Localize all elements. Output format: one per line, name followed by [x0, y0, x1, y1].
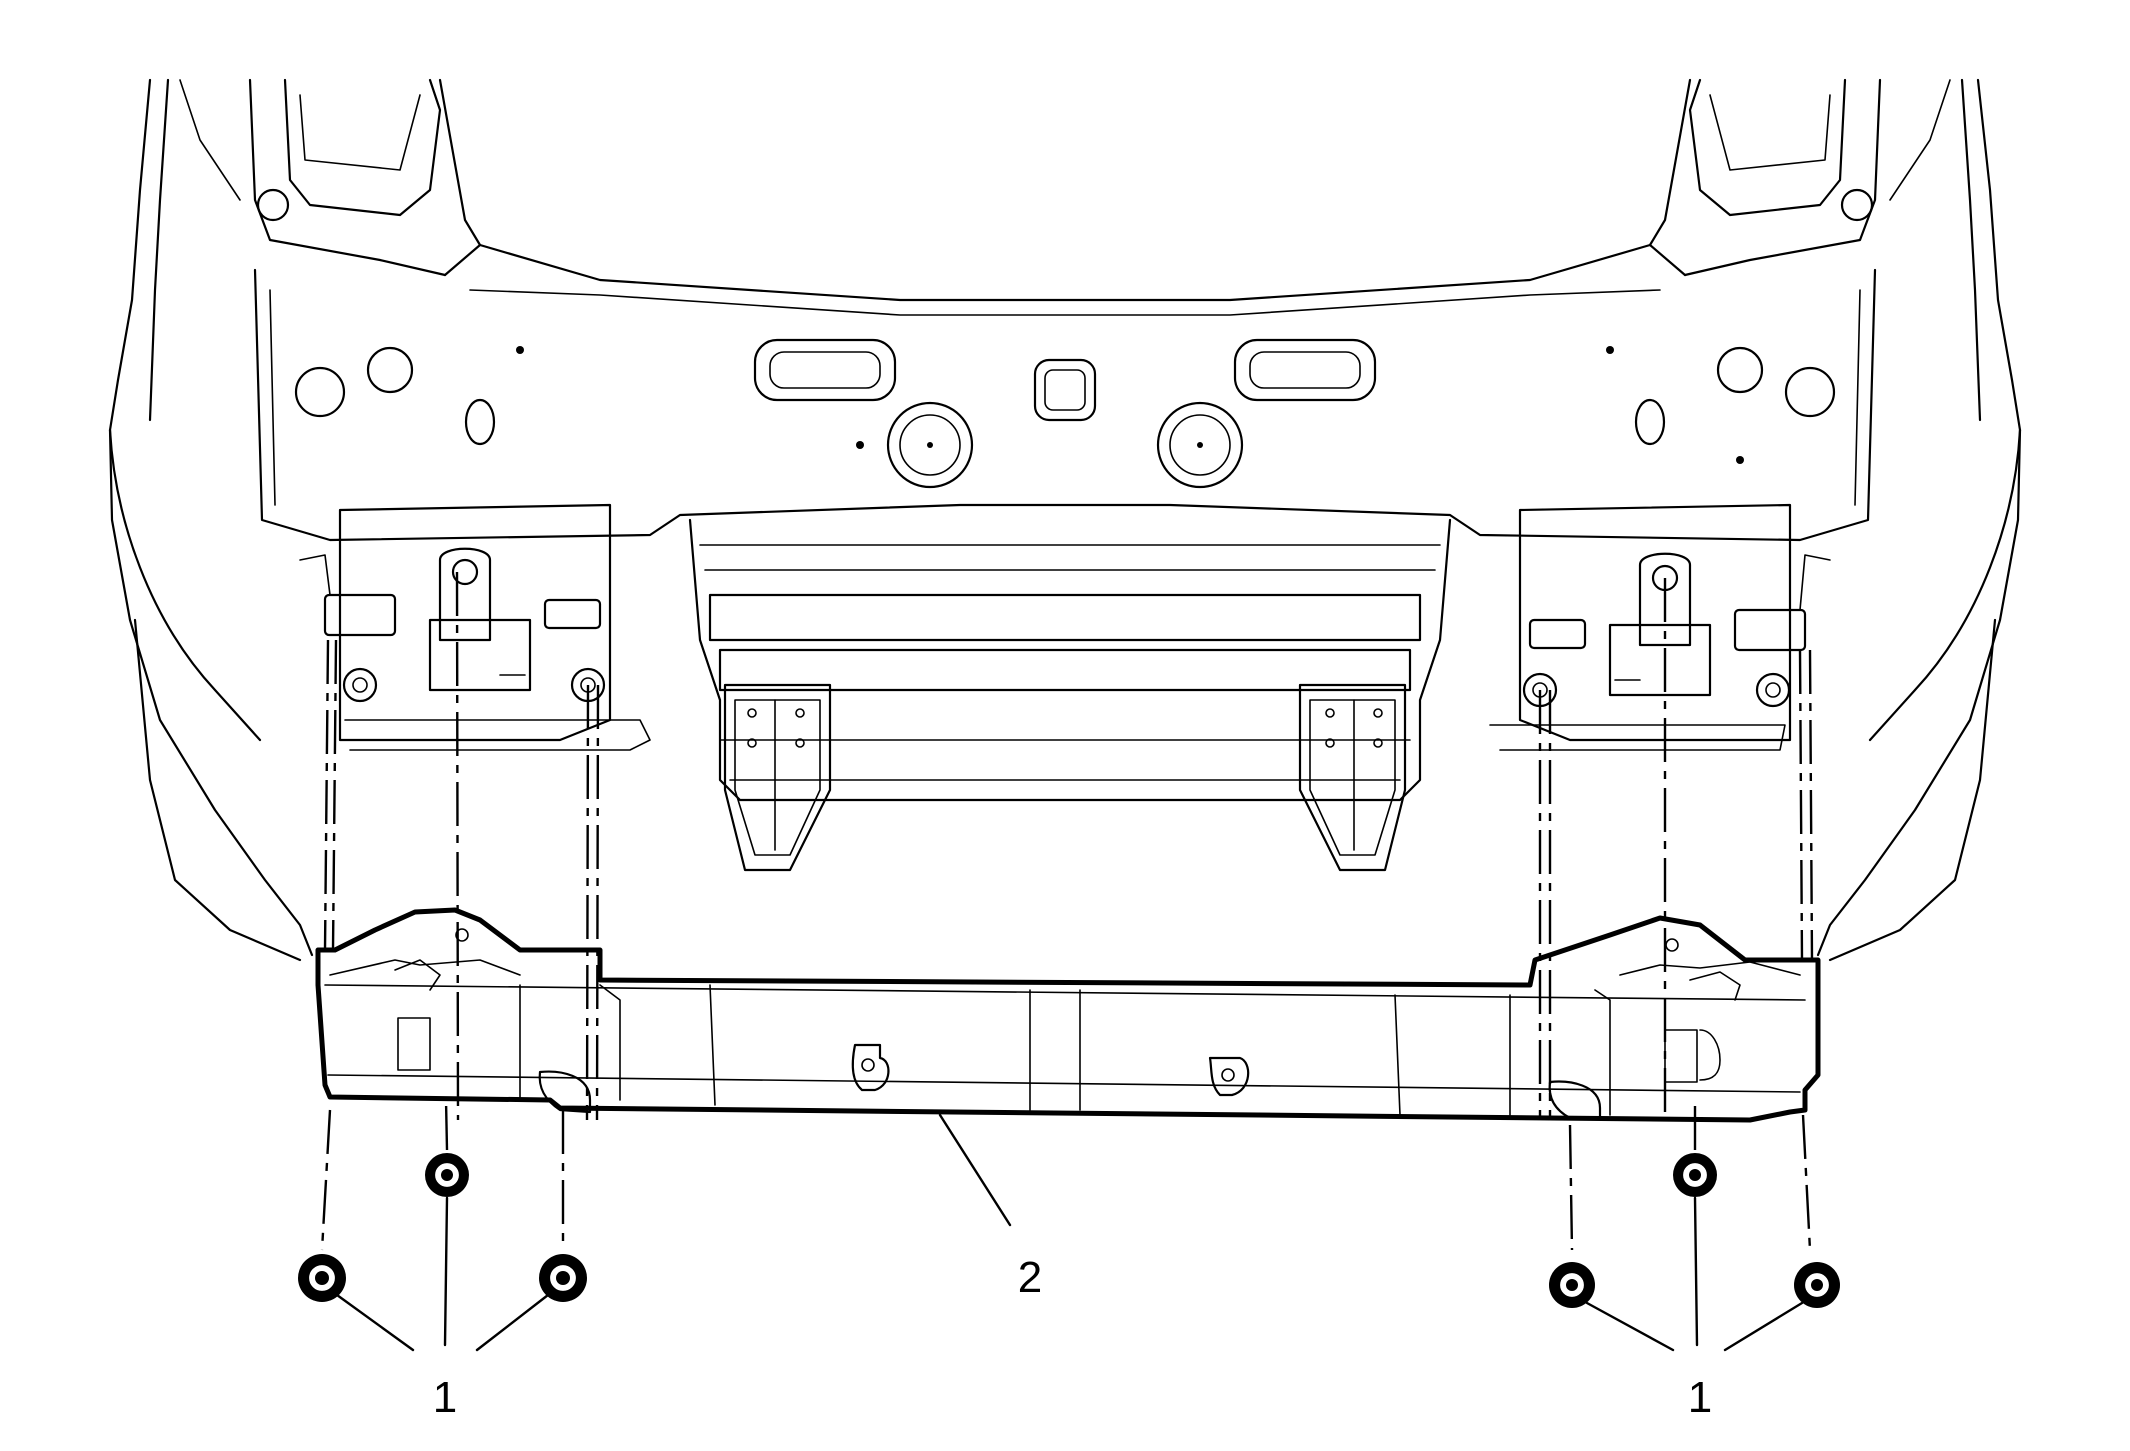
- fastener-alignment-lines: [320, 571, 1814, 1251]
- nut-right-inner: [1549, 1262, 1595, 1308]
- nut-right-outer: [1794, 1262, 1840, 1308]
- right-rail-mounting-bracket: [1489, 503, 1831, 751]
- nut-left-outer: [298, 1254, 346, 1302]
- center-nut-alignment-left: [444, 1099, 449, 1151]
- callout-2: 2: [1018, 1253, 1042, 1302]
- callout-1-left: 1: [433, 1373, 457, 1422]
- vehicle-rear-body: [108, 78, 2022, 962]
- left-rail-mounting-bracket: [299, 503, 651, 751]
- lower-center-structure: [688, 518, 1452, 872]
- nut-left-inner: [539, 1254, 587, 1302]
- nut-left-center: [425, 1153, 469, 1197]
- leader-lines: [335, 1113, 1804, 1352]
- nut-right-center: [1673, 1153, 1717, 1197]
- callout-1-right: 1: [1688, 1373, 1712, 1422]
- rear-bumper-impact-bar: [315, 907, 1821, 1123]
